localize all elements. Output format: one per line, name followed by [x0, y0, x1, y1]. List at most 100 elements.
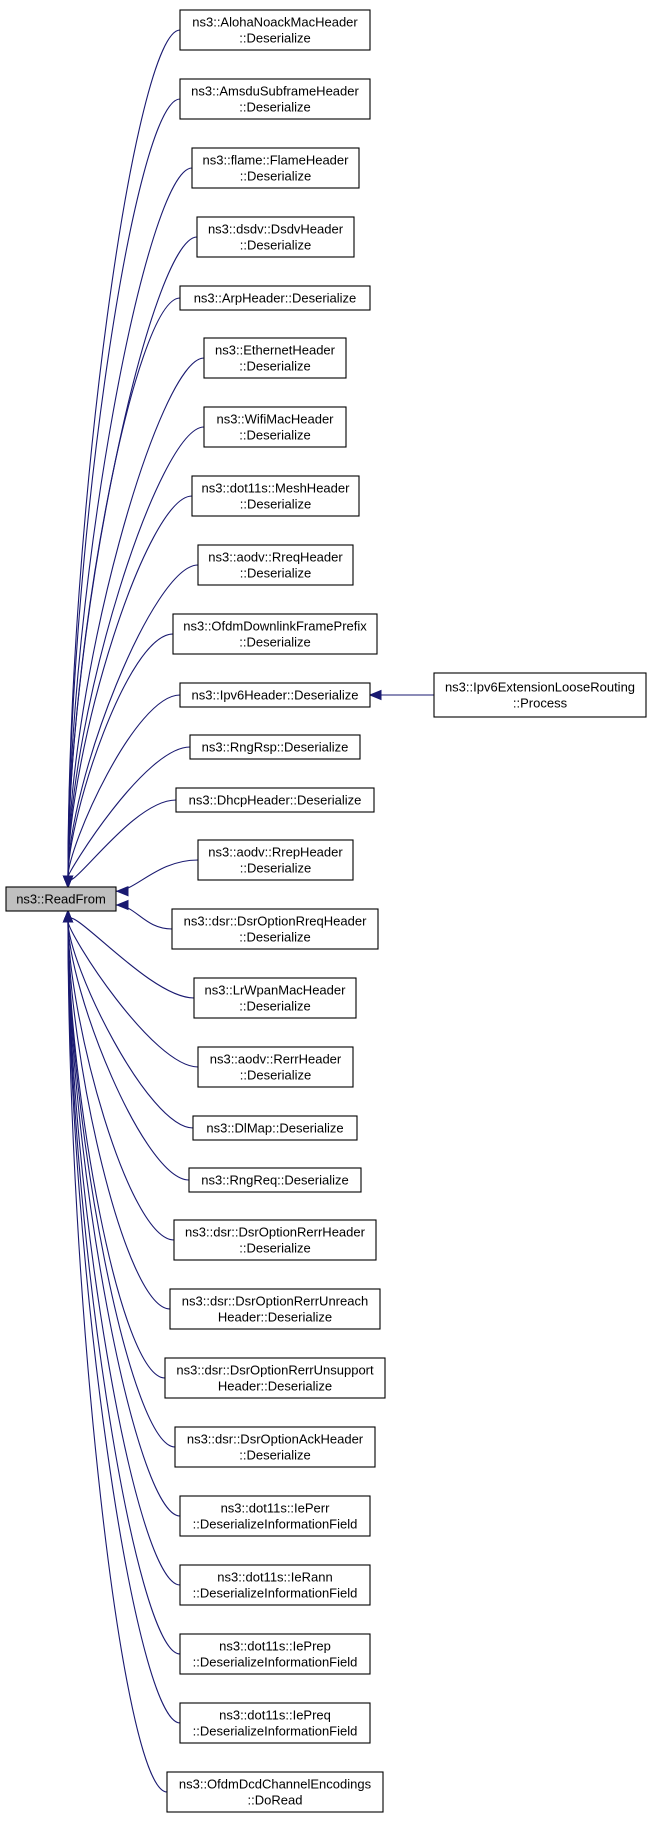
edge-caller-5 — [67, 297, 181, 878]
caller-node-20-label: ::Deserialize — [239, 1241, 311, 1256]
caller-node-14[interactable]: ns3::aodv::RrepHeader::Deserialize — [197, 839, 354, 881]
caller-node-7[interactable]: ns3::WifiMacHeader::Deserialize — [203, 406, 347, 448]
edge-caller-8 — [67, 495, 193, 878]
caller-node-6-label: ns3::EthernetHeader — [215, 343, 336, 358]
caller-node-6[interactable]: ns3::EthernetHeader::Deserialize — [203, 337, 347, 379]
caller-node-7-label: ::Deserialize — [239, 428, 311, 443]
caller-node-18-box — [192, 1115, 358, 1141]
caller-node-22-box — [164, 1357, 386, 1399]
caller-node-15-label: ::Deserialize — [239, 930, 311, 945]
caller-node-20-box — [173, 1219, 377, 1261]
caller-node-22-label: ns3::dsr::DsrOptionRerrUnsupport — [176, 1363, 374, 1378]
caller-node-25[interactable]: ns3::dot11s::IeRann::DeserializeInformat… — [179, 1564, 371, 1606]
caller-node-20[interactable]: ns3::dsr::DsrOptionRerrHeader::Deseriali… — [173, 1219, 377, 1261]
caller-node-27-label: ::DeserializeInformationField — [193, 1724, 358, 1739]
caller-node-9-box — [197, 544, 354, 586]
edges — [62, 29, 434, 1793]
caller-node-ipv6extensionlooserouting-process[interactable]: ns3::Ipv6ExtensionLooseRouting::Process — [433, 672, 647, 718]
caller-node-16-label: ::Deserialize — [239, 999, 311, 1014]
caller-node-1-label: ::Deserialize — [239, 31, 311, 46]
edge-caller-13 — [67, 799, 177, 881]
caller-node-26-label: ::DeserializeInformationField — [193, 1655, 358, 1670]
edge-caller-28 — [67, 920, 168, 1793]
caller-node-28-label: ::DoRead — [248, 1793, 303, 1808]
caller-node-9-label: ns3::aodv::RreqHeader — [208, 550, 343, 565]
caller-node-8[interactable]: ns3::dot11s::MeshHeader::Deserialize — [191, 475, 360, 517]
caller-node-ipv6extensionlooserouting-process-box — [433, 672, 647, 718]
caller-node-17-label: ns3::aodv::RerrHeader — [210, 1052, 342, 1067]
caller-node-10-box — [172, 613, 378, 655]
caller-node-13[interactable]: ns3::DhcpHeader::Deserialize — [175, 787, 375, 813]
caller-node-28-box — [166, 1771, 384, 1813]
arrowhead-caller-15 — [115, 899, 129, 911]
caller-node-23[interactable]: ns3::dsr::DsrOptionAckHeader::Deserializ… — [174, 1426, 376, 1468]
caller-node-2[interactable]: ns3::AmsduSubframeHeader::Deserialize — [179, 78, 371, 120]
edge-caller-1 — [67, 29, 181, 878]
caller-node-19-box — [188, 1167, 362, 1193]
caller-node-27[interactable]: ns3::dot11s::IePreq::DeserializeInformat… — [179, 1702, 371, 1744]
caller-node-21[interactable]: ns3::dsr::DsrOptionRerrUnreachHeader::De… — [169, 1288, 381, 1330]
caller-node-25-label: ns3::dot11s::IeRann — [217, 1570, 332, 1585]
caller-node-24-label: ns3::dot11s::IePerr — [221, 1501, 331, 1516]
caller-node-5[interactable]: ns3::ArpHeader::Deserialize — [179, 285, 371, 311]
caller-node-3[interactable]: ns3::flame::FlameHeader::Deserialize — [191, 147, 360, 189]
caller-node-10[interactable]: ns3::OfdmDownlinkFramePrefix::Deserializ… — [172, 613, 378, 655]
caller-node-8-box — [191, 475, 360, 517]
caller-node-12-box — [189, 734, 361, 760]
root-node-box — [5, 886, 117, 912]
caller-node-9[interactable]: ns3::aodv::RreqHeader::Deserialize — [197, 544, 354, 586]
root-node-label: ns3::ReadFrom — [16, 892, 106, 907]
caller-node-15[interactable]: ns3::dsr::DsrOptionRreqHeader::Deseriali… — [171, 908, 379, 950]
arrowhead-secondary — [368, 689, 382, 701]
edge-caller-27 — [67, 920, 181, 1724]
caller-node-7-label: ns3::WifiMacHeader — [216, 412, 334, 427]
caller-node-26[interactable]: ns3::dot11s::IePrep::DeserializeInformat… — [179, 1633, 371, 1675]
caller-node-15-label: ns3::dsr::DsrOptionRreqHeader — [184, 914, 367, 929]
caller-node-21-label: Header::Deserialize — [218, 1310, 332, 1325]
caller-node-19[interactable]: ns3::RngReq::Deserialize — [188, 1167, 362, 1193]
caller-node-14-label: ::Deserialize — [240, 861, 312, 876]
caller-node-6-label: ::Deserialize — [239, 359, 311, 374]
caller-node-17-box — [197, 1046, 354, 1088]
caller-node-16-box — [193, 977, 357, 1019]
caller-node-24-label: ::DeserializeInformationField — [193, 1517, 358, 1532]
arrowhead-caller-13 — [62, 875, 74, 889]
caller-node-24[interactable]: ns3::dot11s::IePerr::DeserializeInformat… — [179, 1495, 371, 1537]
caller-node-14-label: ns3::aodv::RrepHeader — [208, 845, 343, 860]
caller-node-13-box — [175, 787, 375, 813]
caller-node-26-label: ns3::dot11s::IePrep — [219, 1639, 331, 1654]
caller-node-4[interactable]: ns3::dsdv::DsdvHeader::Deserialize — [196, 216, 355, 258]
caller-node-10-label: ns3::OfdmDownlinkFramePrefix — [183, 619, 367, 634]
caller-node-24-box — [179, 1495, 371, 1537]
edge-caller-23 — [67, 920, 176, 1448]
caller-node-21-box — [169, 1288, 381, 1330]
edge-caller-2 — [67, 98, 181, 878]
caller-node-12[interactable]: ns3::RngRsp::Deserialize — [189, 734, 361, 760]
caller-node-1[interactable]: ns3::AlohaNoackMacHeader::Deserialize — [179, 9, 371, 51]
caller-node-14-box — [197, 839, 354, 881]
caller-node-11-box — [179, 682, 371, 708]
caller-node-25-label: ::DeserializeInformationField — [193, 1586, 358, 1601]
caller-node-23-box — [174, 1426, 376, 1468]
caller-node-18[interactable]: ns3::DlMap::Deserialize — [192, 1115, 358, 1141]
caller-node-23-label: ns3::dsr::DsrOptionAckHeader — [187, 1432, 364, 1447]
caller-node-4-box — [196, 216, 355, 258]
caller-node-22[interactable]: ns3::dsr::DsrOptionRerrUnsupportHeader::… — [164, 1357, 386, 1399]
edge-caller-25 — [67, 920, 181, 1586]
caller-node-6-box — [203, 337, 347, 379]
edge-caller-3 — [67, 167, 193, 878]
caller-node-3-box — [191, 147, 360, 189]
root-node-readfrom[interactable]: ns3::ReadFrom — [5, 886, 117, 912]
caller-node-17[interactable]: ns3::aodv::RerrHeader::Deserialize — [197, 1046, 354, 1088]
caller-node-ipv6extensionlooserouting-process-label: ns3::Ipv6ExtensionLooseRouting — [445, 680, 635, 695]
caller-node-16[interactable]: ns3::LrWpanMacHeader::Deserialize — [193, 977, 357, 1019]
caller-node-28[interactable]: ns3::OfdmDcdChannelEncodings::DoRead — [166, 1771, 384, 1813]
edge-caller-9 — [67, 564, 199, 878]
caller-node-12-label: ns3::RngRsp::Deserialize — [202, 740, 349, 755]
edge-caller-11 — [67, 694, 181, 878]
caller-node-25-box — [179, 1564, 371, 1606]
caller-node-11[interactable]: ns3::Ipv6Header::Deserialize — [179, 682, 371, 708]
caller-node-2-label: ::Deserialize — [239, 100, 311, 115]
edge-caller-19 — [67, 920, 190, 1181]
